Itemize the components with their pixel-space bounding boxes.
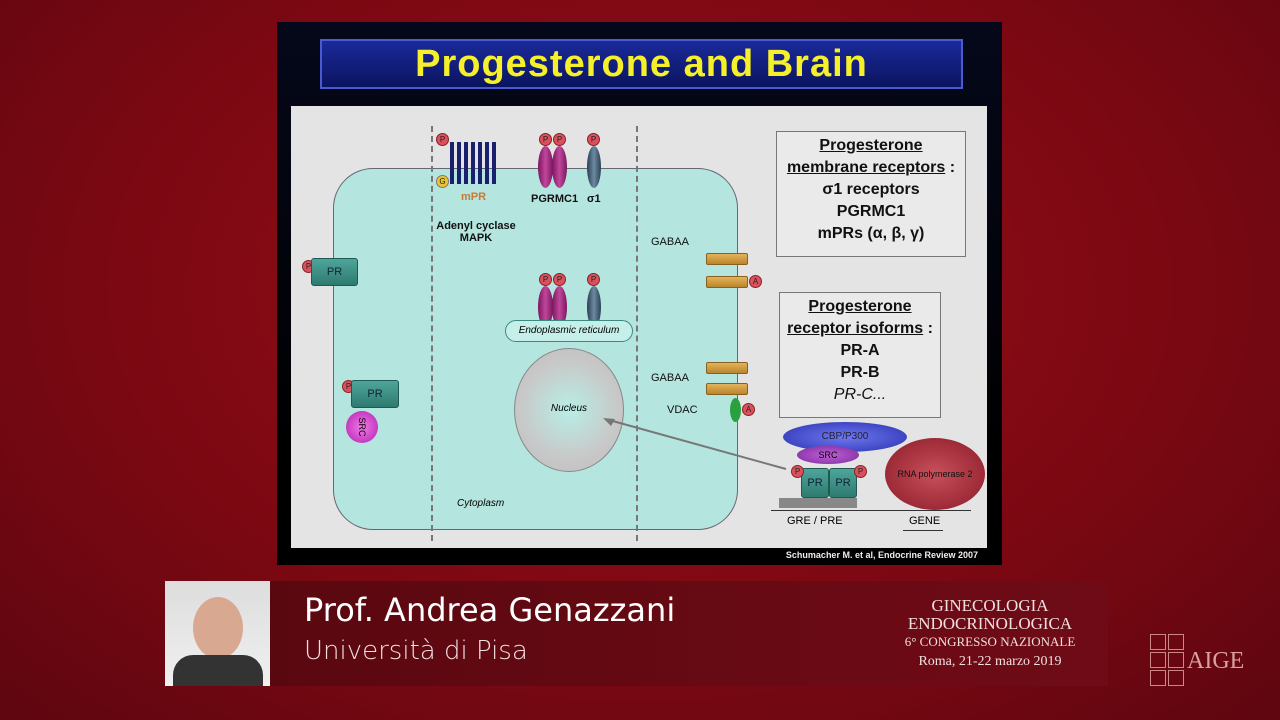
dna-line	[771, 510, 971, 511]
mpr-receptor-icon	[450, 142, 500, 184]
dashed-divider	[431, 126, 433, 541]
a-icon: A	[749, 275, 762, 288]
pgrmc1-icon	[538, 286, 553, 328]
box-title: receptor isoforms	[787, 320, 924, 337]
gene-label: GENE	[909, 515, 941, 527]
lower-third: Prof. Andrea Genazzani Università di Pis…	[165, 581, 1108, 686]
citation: Schumacher M. et al, Endocrine Review 20…	[785, 550, 978, 560]
pr-box: PR	[351, 380, 399, 408]
a-icon: A	[742, 403, 755, 416]
pgrmc1-label: PGRMC1	[531, 193, 579, 205]
sigma1-label: σ1	[587, 193, 601, 205]
pr-box: PR	[829, 468, 857, 498]
cell-membrane	[333, 168, 738, 530]
box-item: σ1 receptors	[822, 181, 920, 198]
event-line: 6° CONGRESSO NAZIONALE	[904, 634, 1076, 649]
pr-box: PR	[311, 258, 358, 286]
phospho-icon: P	[587, 273, 600, 286]
gene-arrow	[903, 530, 943, 531]
speaker-jacket	[173, 655, 263, 686]
vdac-label: VDAC	[667, 404, 698, 416]
dashed-divider	[636, 126, 638, 541]
rna-polymerase-2: RNA polymerase 2	[885, 438, 985, 510]
nucleus: Nucleus	[514, 348, 624, 472]
pr-box: PR	[801, 468, 829, 498]
colon: :	[949, 159, 956, 176]
arrow-to-nucleus	[603, 418, 787, 470]
box-item: PR-C...	[833, 386, 887, 403]
g-protein-icon: G	[436, 175, 449, 188]
aige-logo-icon	[1150, 634, 1184, 686]
aige-logo-text: AIGE	[1187, 648, 1245, 674]
gaba-label: GABAA	[651, 372, 689, 384]
name-bar: Prof. Andrea Genazzani Università di Pis…	[270, 581, 1108, 686]
phospho-icon: P	[539, 133, 552, 146]
phospho-icon: P	[587, 133, 600, 146]
sigma1-icon	[587, 146, 601, 188]
gre-dna-segment	[779, 498, 857, 508]
gaba-receptor-icon	[706, 253, 748, 265]
slide-title: Progesterone and Brain	[320, 39, 963, 89]
src-icon: SRC	[346, 411, 378, 443]
speaker-affiliation: Università di Pisa	[304, 636, 528, 666]
pgrmc1-icon	[552, 146, 567, 188]
speaker-name: Prof. Andrea Genazzani	[304, 591, 676, 629]
event-line: ENDOCRINOLOGICA	[907, 614, 1073, 633]
endoplasmic-reticulum: Endoplasmic reticulum	[505, 320, 633, 342]
gaba-receptor-icon	[706, 276, 748, 288]
cytoplasm-label: Cytoplasm	[457, 498, 505, 509]
mapk-text: MAPK	[459, 232, 493, 244]
box-title: Progesterone	[819, 137, 923, 154]
box-title: membrane receptors	[786, 159, 946, 176]
membrane-receptors-box: Progesterone membrane receptors : σ1 rec…	[776, 131, 966, 257]
event-line: Roma, 21-22 marzo 2019	[918, 654, 1062, 669]
box-item: PGRMC1	[836, 203, 906, 220]
src-coactivator: SRC	[797, 446, 859, 464]
speaker-photo	[165, 581, 270, 686]
box-title: Progesterone	[808, 298, 912, 315]
gaba-label: GABAA	[651, 236, 689, 248]
gaba-receptor-icon	[706, 362, 748, 374]
box-item: PR-B	[840, 364, 880, 381]
sigma1-icon	[587, 286, 601, 328]
mpr-label: mPR	[461, 191, 487, 203]
pgrmc1-icon	[538, 146, 553, 188]
gaba-receptor-icon	[706, 383, 748, 395]
speaker-face	[193, 597, 243, 659]
pgrmc1-icon	[552, 286, 567, 328]
event-line: GINECOLOGIA	[931, 596, 1049, 615]
phospho-icon: P	[553, 133, 566, 146]
phospho-icon: P	[539, 273, 552, 286]
phospho-icon: P	[854, 465, 867, 478]
vdac-icon	[730, 398, 741, 422]
phospho-icon: P	[553, 273, 566, 286]
gre-pre-label: GRE / PRE	[787, 515, 843, 527]
receptor-isoforms-box: Progesterone receptor isoforms : PR-A PR…	[779, 292, 941, 418]
phospho-icon: P	[791, 465, 804, 478]
adenyl-text: Adenyl cyclase	[436, 220, 516, 232]
phospho-icon: P	[436, 133, 449, 146]
colon: :	[927, 320, 933, 337]
box-item: PR-A	[840, 342, 880, 359]
event-info: GINECOLOGIA ENDOCRINOLOGICA 6° CONGRESSO…	[880, 597, 1100, 671]
presentation-slide: Progesterone and Brain P G mPR Adenyl cy…	[277, 22, 1002, 565]
box-item: mPRs (α, β, γ)	[817, 225, 925, 242]
